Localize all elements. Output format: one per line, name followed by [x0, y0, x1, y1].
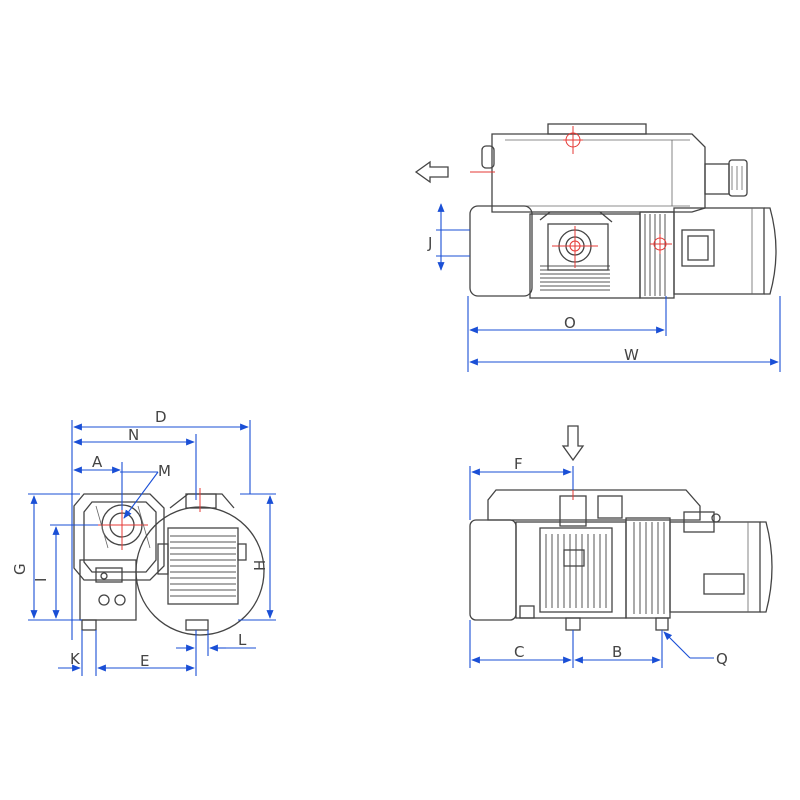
label-M: M	[158, 462, 171, 480]
label-E: E	[140, 652, 149, 670]
fan-grille	[170, 535, 236, 597]
label-H: H	[251, 560, 269, 571]
label-I: I	[32, 578, 50, 582]
label-D: D	[155, 408, 167, 426]
label-J: J	[427, 234, 432, 252]
label-L: L	[238, 631, 247, 649]
label-C: C	[514, 643, 524, 661]
label-N: N	[128, 426, 139, 444]
label-B: B	[612, 643, 622, 661]
label-W: W	[624, 346, 639, 364]
top-view	[436, 123, 781, 372]
label-G: G	[11, 563, 29, 575]
front-view	[28, 420, 276, 676]
label-A: A	[92, 453, 103, 471]
label-O: O	[564, 314, 576, 332]
label-K: K	[70, 650, 81, 668]
label-F: F	[514, 455, 523, 473]
arrow-left-icon	[414, 160, 449, 184]
arrow-down-icon	[561, 425, 585, 462]
side-view	[469, 466, 773, 668]
side-fins	[545, 534, 607, 608]
label-Q: Q	[716, 650, 728, 668]
